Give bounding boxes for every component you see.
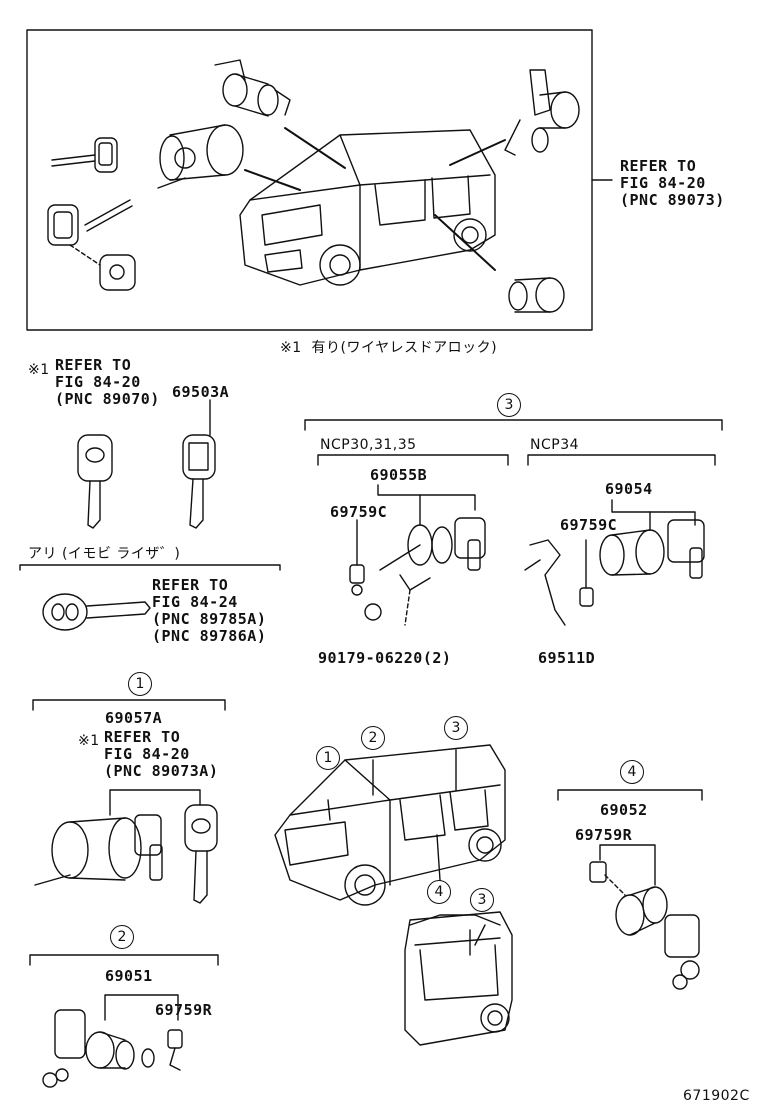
top-refer-line2: FIG 84-20 — [620, 174, 706, 192]
car-callout-1: 1 — [316, 746, 340, 770]
group1-refer-line3: (PNC 89073A) — [104, 762, 219, 780]
car-callout-3b: 3 — [470, 888, 494, 912]
part-69511D: 69511D — [538, 649, 596, 667]
car-callout-3: 3 — [444, 716, 468, 740]
group1-mark: ※1 — [78, 733, 100, 749]
immobilizer-refer-line3: (PNC 89785A) — [152, 610, 267, 628]
group3-variant-b: NCP34 — [530, 437, 580, 453]
car-callout-4: 4 — [427, 880, 451, 904]
group3-variant-a: NCP30,31,35 — [320, 437, 417, 453]
part-69055B: 69055B — [370, 466, 428, 484]
group3-callout: 3 — [497, 393, 521, 417]
key-group-left — [77, 399, 216, 529]
overview-parts — [47, 59, 580, 313]
group1-refer-line2: FIG 84-20 — [104, 745, 190, 763]
part-69057A: 69057A — [105, 709, 163, 727]
part-69759R-g2: 69759R — [155, 1001, 213, 1019]
group1-bracket — [32, 699, 226, 711]
top-refer-line3: (PNC 89073) — [620, 191, 725, 209]
left-key-refer-line3: (PNC 89070) — [55, 390, 160, 408]
part-69759C-b: 69759C — [560, 516, 618, 534]
immobilizer-key — [42, 593, 151, 631]
part-69503A: 69503A — [172, 383, 230, 401]
rear-vehicle — [404, 911, 513, 1046]
car-callout-2: 2 — [361, 726, 385, 750]
figure-code: 671902C — [683, 1088, 750, 1104]
group2-callout: 2 — [110, 925, 134, 949]
overview-vehicle — [239, 127, 506, 286]
immobilizer-refer-line4: (PNC 89786A) — [152, 627, 267, 645]
part-69759R-g4: 69759R — [575, 826, 633, 844]
note-line: ※1 有り(ワイヤレスドアロック) — [280, 340, 498, 356]
left-key-mark: ※1 — [28, 362, 50, 378]
left-key-refer-line1: REFER TO — [55, 356, 132, 374]
group3-variant-b-bracket — [527, 454, 716, 466]
group3-bracket — [304, 419, 723, 431]
part-69054: 69054 — [605, 480, 653, 498]
group3-variant-a-bracket — [317, 454, 509, 466]
group1-parts — [34, 789, 218, 904]
part-69051: 69051 — [105, 967, 153, 985]
group1-callout: 1 — [128, 672, 152, 696]
immobilizer-refer-line1: REFER TO — [152, 576, 229, 594]
group4-bracket — [557, 789, 703, 801]
overview-frame — [26, 29, 593, 331]
part-90179: 90179-06220(2) — [318, 649, 452, 667]
left-key-refer-line2: FIG 84-20 — [55, 373, 141, 391]
part-69052: 69052 — [600, 801, 648, 819]
immobilizer-refer-line2: FIG 84-24 — [152, 593, 238, 611]
immobilizer-heading: アリ (イモビ ライザ゛) — [28, 546, 181, 562]
center-vehicle — [274, 744, 506, 906]
group4-callout: 4 — [620, 760, 644, 784]
group4-parts — [589, 844, 700, 990]
immobilizer-bracket — [19, 564, 281, 571]
group1-refer-line1: REFER TO — [104, 728, 181, 746]
group2-parts — [42, 994, 183, 1088]
top-refer-line1: REFER TO — [620, 157, 697, 175]
group3-parts — [349, 484, 705, 626]
part-69759C-a: 69759C — [330, 503, 388, 521]
group2-bracket — [29, 954, 219, 966]
